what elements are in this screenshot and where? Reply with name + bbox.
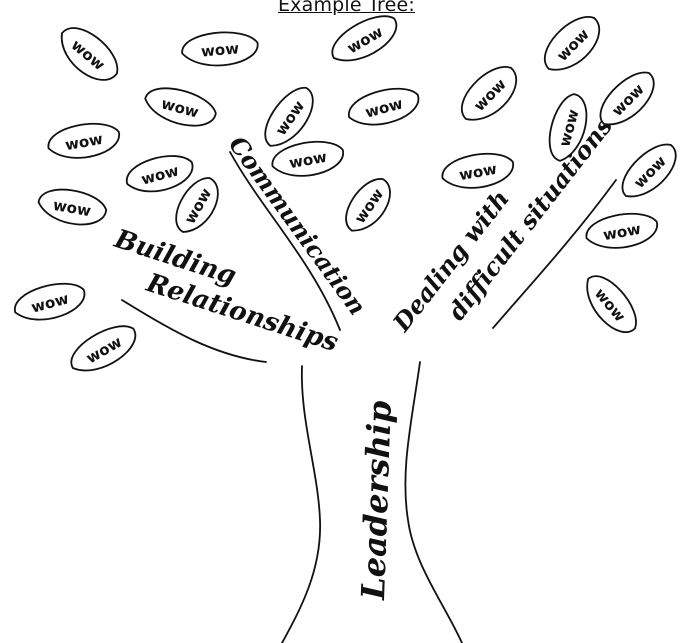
branch-line-difficult bbox=[492, 179, 617, 329]
leaf: wow bbox=[585, 212, 658, 249]
leaf: wow bbox=[586, 275, 637, 333]
trunk-label: Leadership bbox=[354, 400, 399, 601]
leaf-outline bbox=[144, 87, 217, 127]
leaf-outline bbox=[548, 93, 588, 162]
leaf-outline bbox=[331, 15, 398, 62]
leaf-outline bbox=[47, 122, 120, 159]
leaf-outline bbox=[264, 86, 314, 147]
leaf-outline bbox=[543, 16, 601, 71]
leaf-outline bbox=[181, 31, 259, 67]
leaf-outline bbox=[599, 71, 655, 126]
leaf: wow bbox=[181, 31, 259, 67]
leaf-outline bbox=[175, 177, 219, 233]
leaf: wow bbox=[70, 325, 137, 372]
trunk-right-edge bbox=[404, 361, 463, 643]
leaf: wow bbox=[548, 93, 588, 162]
leaf: wow bbox=[14, 282, 86, 321]
leaf: wow bbox=[543, 16, 601, 71]
page-title: Example Tree: bbox=[277, 0, 416, 16]
leaf: wow bbox=[621, 143, 677, 198]
leaf: wow bbox=[37, 188, 108, 226]
branch-label-relationships: Relationships bbox=[142, 268, 342, 359]
leaf-outline bbox=[585, 212, 658, 249]
leaf: wow bbox=[47, 122, 120, 159]
leaf-outline bbox=[37, 188, 108, 226]
leaf-outline bbox=[345, 178, 391, 232]
leaf: wow bbox=[345, 178, 391, 232]
leaf: wow bbox=[61, 27, 119, 81]
leaf-outline bbox=[126, 155, 194, 193]
leaf: wow bbox=[331, 15, 398, 62]
branch-line-communication bbox=[229, 151, 341, 331]
trunk-left-edge bbox=[281, 365, 321, 643]
leaf-outline bbox=[441, 152, 514, 189]
leaf: wow bbox=[441, 152, 514, 189]
leaf-outline bbox=[14, 282, 86, 321]
leaf: wow bbox=[144, 87, 217, 127]
branch-line-relationships bbox=[121, 299, 267, 363]
leaf: wow bbox=[460, 66, 518, 121]
leaf-outline bbox=[271, 140, 344, 177]
leaf-label: wow bbox=[200, 39, 240, 60]
leaf: wow bbox=[126, 155, 194, 193]
leaf: wow bbox=[271, 140, 344, 177]
leaf: wow bbox=[175, 177, 219, 233]
leaf-outline bbox=[70, 325, 137, 372]
leaf-outline bbox=[460, 66, 518, 121]
leaf-outline bbox=[61, 27, 119, 81]
leaf-outline bbox=[348, 87, 420, 126]
leaf-outline bbox=[621, 143, 677, 198]
leaf: wow bbox=[348, 87, 420, 126]
leaf-outline bbox=[586, 275, 637, 333]
